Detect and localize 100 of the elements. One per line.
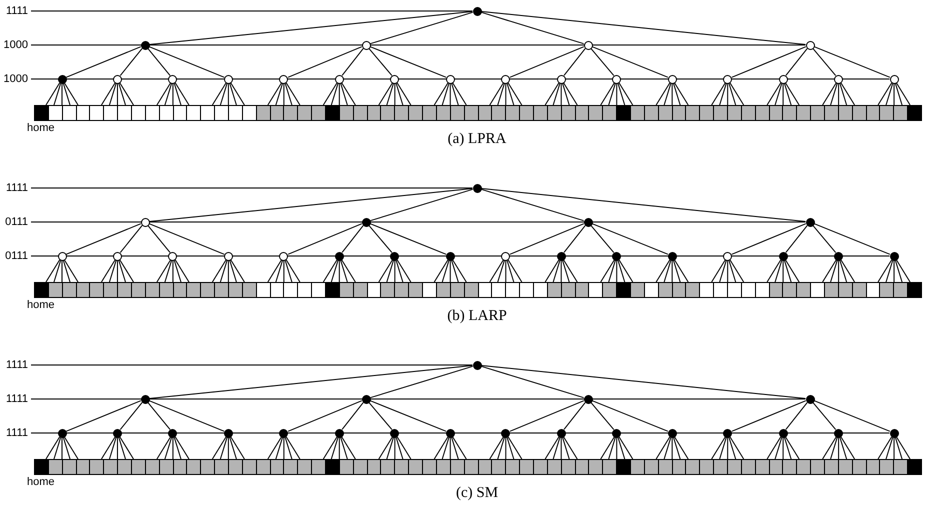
connector-line xyxy=(814,223,890,255)
connector-line xyxy=(30,432,890,434)
connector-line xyxy=(552,82,560,106)
connector-line xyxy=(288,46,362,78)
connector-line xyxy=(164,436,172,460)
connector-line xyxy=(894,82,903,106)
slot-strip xyxy=(34,459,922,475)
tree-node xyxy=(834,74,844,84)
connector-line xyxy=(450,260,451,282)
connector-line xyxy=(396,82,412,106)
connector-line xyxy=(119,82,134,106)
connector-line xyxy=(230,259,245,282)
tree-node xyxy=(834,252,844,260)
connector-line xyxy=(664,82,672,106)
level-label: 1111 xyxy=(0,358,31,372)
connector-line xyxy=(480,188,806,222)
level-label: 0111 xyxy=(0,215,31,229)
connector-line xyxy=(656,82,670,106)
connector-line xyxy=(673,260,681,282)
tree-node xyxy=(279,252,288,260)
connector-line xyxy=(174,82,182,106)
connector-line xyxy=(230,82,245,106)
connector-line xyxy=(782,83,784,106)
connector-line xyxy=(267,436,282,460)
connector-line xyxy=(616,260,618,282)
tree-node xyxy=(362,218,370,226)
tree-node xyxy=(556,74,566,84)
tree-node xyxy=(556,252,566,260)
connector-line xyxy=(338,260,340,282)
connector-line xyxy=(506,82,514,106)
connector-line xyxy=(728,82,736,106)
connector-line xyxy=(886,436,894,460)
connector-line xyxy=(341,436,356,460)
connector-line xyxy=(590,224,614,254)
connector-line xyxy=(118,260,126,282)
tree-node xyxy=(584,40,592,50)
connector-line xyxy=(782,260,784,282)
level-label: 1000 xyxy=(0,72,31,86)
tree-node xyxy=(390,428,400,438)
connector-line xyxy=(730,436,744,460)
connector-line xyxy=(172,260,174,282)
connector-line xyxy=(100,82,116,106)
tree-node xyxy=(668,74,677,84)
connector-line xyxy=(838,260,840,282)
connector-line xyxy=(894,260,903,282)
connector-line xyxy=(600,436,615,460)
connector-line xyxy=(590,402,614,430)
connector-line xyxy=(66,223,142,255)
connector-line xyxy=(108,436,117,460)
connector-line xyxy=(220,436,228,460)
tree-node xyxy=(279,428,288,438)
connector-line xyxy=(563,259,578,282)
connector-line xyxy=(396,436,412,460)
connector-line xyxy=(396,259,412,282)
connector-line xyxy=(812,402,836,430)
connector-line xyxy=(508,82,522,106)
connector-line xyxy=(174,436,182,460)
connector-line xyxy=(616,83,618,106)
connector-line xyxy=(489,259,504,282)
connector-line xyxy=(284,436,292,460)
connector-line xyxy=(286,436,300,460)
tree-node xyxy=(279,74,288,84)
slot-strip xyxy=(34,105,922,121)
connector-line xyxy=(120,225,143,253)
connector-line xyxy=(283,83,284,106)
connector-line xyxy=(544,82,560,106)
tree-node xyxy=(584,394,592,404)
connector-line xyxy=(618,82,634,106)
connector-line xyxy=(378,259,393,282)
connector-line xyxy=(784,436,792,460)
connector-line xyxy=(672,437,673,460)
connector-line xyxy=(489,82,504,106)
level-label: 1111 xyxy=(0,392,31,406)
connector-line xyxy=(147,224,171,254)
tree-node xyxy=(168,74,178,84)
connector-line xyxy=(330,436,339,460)
connector-line xyxy=(766,436,782,460)
tree-node xyxy=(472,184,482,192)
connector-line xyxy=(785,225,808,253)
connector-line xyxy=(442,260,450,282)
connector-line xyxy=(370,366,474,398)
connector-line xyxy=(338,437,340,460)
connector-line xyxy=(108,260,117,282)
connector-line xyxy=(564,225,586,253)
connector-line xyxy=(784,260,792,282)
connector-line xyxy=(674,259,689,282)
connector-line xyxy=(731,46,806,78)
home-label: home xyxy=(27,122,55,134)
connector-line xyxy=(766,82,782,106)
level-label: 1111 xyxy=(0,426,31,440)
connector-line xyxy=(394,83,396,106)
connector-line xyxy=(896,259,911,282)
connector-line xyxy=(563,436,578,460)
connector-line xyxy=(330,260,339,282)
connector-line xyxy=(148,46,225,78)
connector-line xyxy=(30,364,473,366)
connector-line xyxy=(618,436,626,460)
connector-line xyxy=(396,260,404,282)
connector-line xyxy=(509,46,584,78)
tree-node xyxy=(362,394,370,404)
